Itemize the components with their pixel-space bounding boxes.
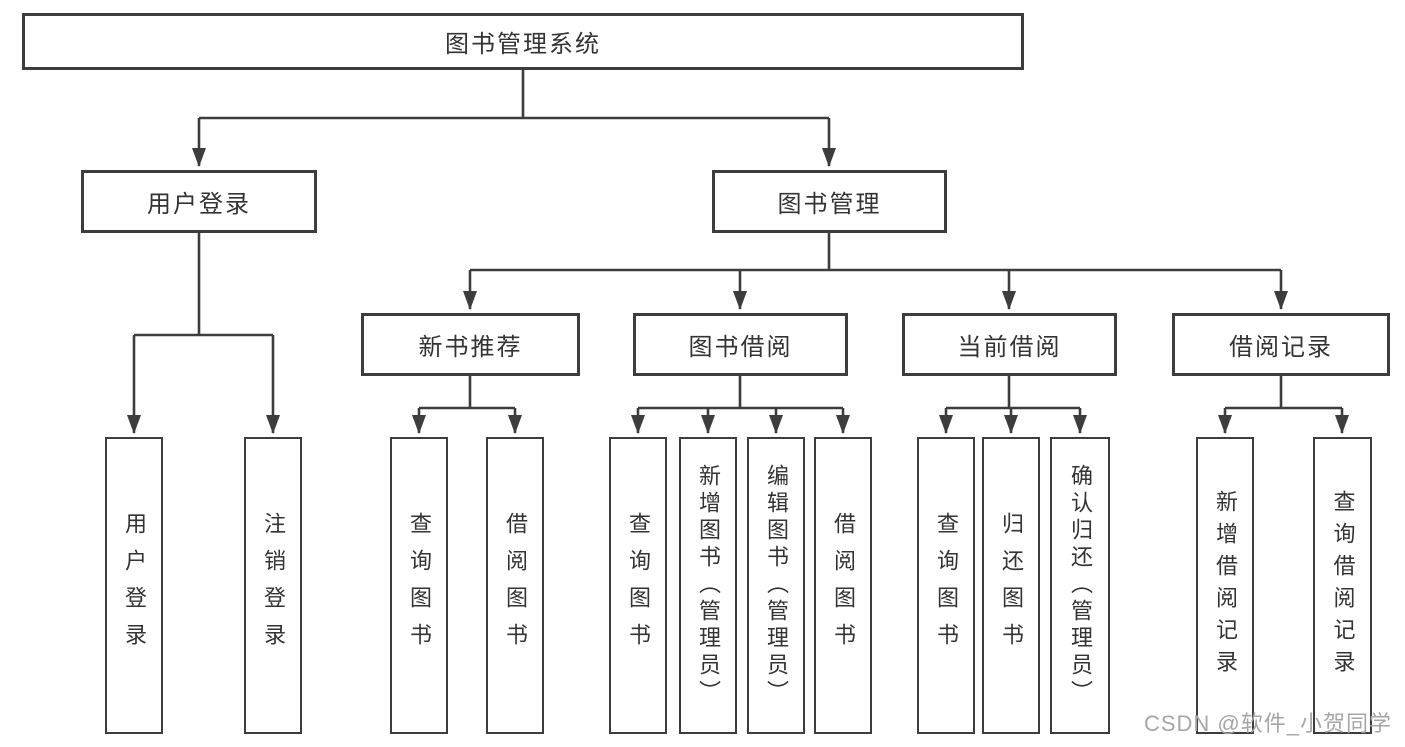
node-user-login-leaf: 用户登录 <box>105 437 163 734</box>
node-label: 图书管理系统 <box>445 31 601 58</box>
node-label: 借阅图书 <box>503 511 528 660</box>
node-label: 图书借阅 <box>688 334 793 361</box>
node-label: 查询图书 <box>407 511 432 660</box>
node-label: 新增借阅记录 <box>1213 489 1238 682</box>
node-return-book: 归还图书 <box>982 437 1040 734</box>
node-new-book-recommend: 新书推荐 <box>361 313 580 376</box>
node-label: 当前借阅 <box>957 334 1062 361</box>
node-add-book-admin: 新增图书（管理员） <box>679 437 737 734</box>
node-borrow-book: 借阅图书 <box>486 437 544 734</box>
node-label: 用户登录 <box>147 191 251 218</box>
node-label: 确认归还（管理员） <box>1068 464 1093 707</box>
node-label: 用户登录 <box>122 511 147 660</box>
node-logout: 注销登录 <box>244 437 302 734</box>
node-query-book: 查询图书 <box>390 437 448 734</box>
node-label: 借阅记录 <box>1229 334 1333 361</box>
node-label: 借阅图书 <box>831 511 856 660</box>
node-label: 新增图书（管理员） <box>696 464 721 707</box>
node-book-borrowing: 图书借阅 <box>633 313 848 376</box>
node-book-management: 图书管理 <box>712 170 947 233</box>
node-label: 查询图书 <box>626 511 651 660</box>
node-label: 查询借阅记录 <box>1330 489 1356 682</box>
node-label: 图书管理 <box>777 191 882 218</box>
node-confirm-return-admin: 确认归还（管理员） <box>1050 437 1110 734</box>
node-borrowing-records: 借阅记录 <box>1172 313 1390 376</box>
node-query-borrow-record: 查询借阅记录 <box>1313 437 1372 734</box>
node-library-system: 图书管理系统 <box>22 13 1024 70</box>
node-query-book: 查询图书 <box>917 437 975 734</box>
csdn-watermark: CSDN @软件_小贺同学 <box>1143 711 1392 736</box>
node-label: 编辑图书（管理员） <box>764 464 789 707</box>
node-label: 注销登录 <box>261 511 286 660</box>
node-borrow-book: 借阅图书 <box>814 437 872 734</box>
node-user-login: 用户登录 <box>81 170 317 233</box>
node-query-book: 查询图书 <box>609 437 667 734</box>
node-label: 查询图书 <box>934 511 959 660</box>
node-current-borrowing: 当前借阅 <box>902 313 1117 376</box>
node-label: 归还图书 <box>999 511 1024 660</box>
node-edit-book-admin: 编辑图书（管理员） <box>747 437 805 734</box>
node-add-borrow-record: 新增借阅记录 <box>1196 437 1254 734</box>
node-label: 新书推荐 <box>418 334 523 361</box>
